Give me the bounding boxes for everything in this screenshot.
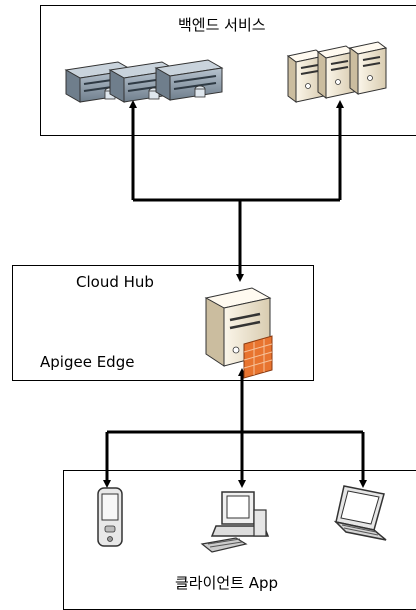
backend-connectors	[129, 100, 344, 282]
tower-server-icon	[348, 41, 388, 95]
client-connectors	[103, 368, 367, 488]
rack-servers	[64, 59, 224, 103]
backend-services-title: 백엔드 서비스	[178, 16, 266, 34]
cloud-hub-title: Cloud Hub	[76, 273, 154, 291]
laptop-icon	[333, 485, 387, 541]
client-app-title: 클라이언트 App	[175, 574, 279, 592]
tower-server-icon	[316, 45, 356, 99]
rack-server-icon	[154, 59, 224, 101]
apigee-edge-label: Apigee Edge	[40, 353, 135, 371]
tower-servers	[286, 41, 388, 103]
architecture-diagram	[64, 41, 388, 553]
pda-icon	[97, 487, 123, 547]
tower-server-icon	[286, 49, 326, 103]
firewall-icon	[243, 335, 273, 379]
server-firewall-icon	[204, 287, 273, 379]
desktop-computer-icon	[200, 491, 270, 553]
